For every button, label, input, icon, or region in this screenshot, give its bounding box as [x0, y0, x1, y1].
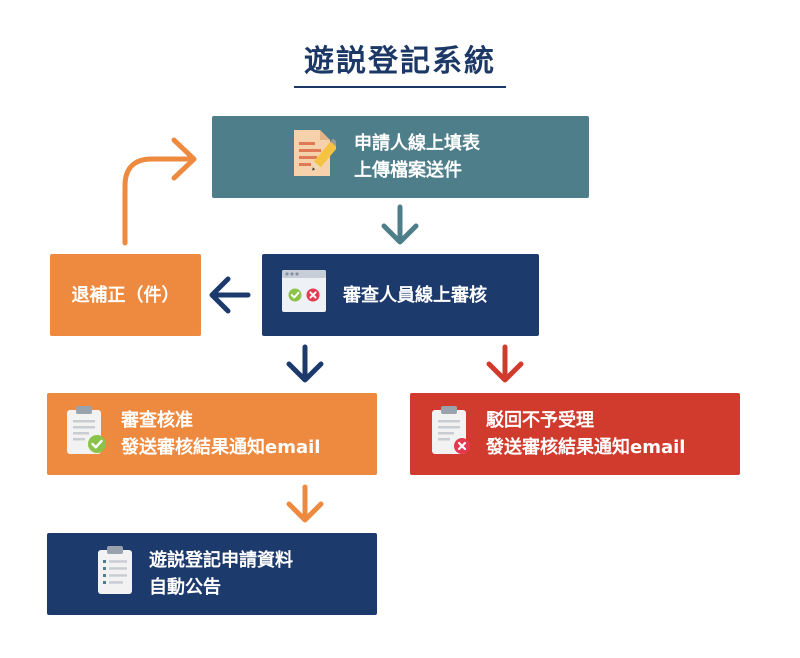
- page-title: 遊説登記系統: [304, 44, 496, 79]
- arrow-review-to-return: [209, 276, 251, 314]
- arrow-review-to-approve: [286, 344, 324, 383]
- step-review-line1: 審查人員線上審核: [343, 284, 487, 306]
- step-approve-box: 審查核准 發送審核結果通知email: [47, 393, 377, 475]
- step-reject-box: 駁回不予受理 發送審核結果通知email: [410, 393, 740, 475]
- return-loop-arrow: [122, 156, 196, 246]
- form-pencil-icon: [292, 128, 340, 186]
- step-review-box: 審查人員線上審核: [262, 254, 539, 336]
- title-underline: [294, 86, 506, 88]
- step-reject-text: 駁回不予受理 發送審核結果通知email: [486, 407, 685, 461]
- step-return-text: 退補正（件）: [72, 282, 180, 309]
- step-reject-line2: 發送審核結果通知email: [486, 437, 686, 458]
- step-return-line1: 退補正（件）: [71, 284, 180, 306]
- step-publish-text: 遊説登記申請資料 自動公告: [149, 547, 293, 601]
- step-approve-text: 審查核准 發送審核結果通知email: [121, 407, 320, 461]
- clipboard-x-icon: [430, 404, 472, 464]
- step-return-box: 退補正（件）: [50, 254, 201, 336]
- step-review-text: 審查人員線上審核: [343, 282, 487, 309]
- step-apply-line2: 上傳檔案送件: [354, 160, 462, 181]
- arrow-approve-to-publish: [286, 484, 324, 523]
- step-apply-text: 申請人線上填表 上傳檔案送件: [354, 130, 480, 184]
- step-publish-line2: 自動公告: [149, 577, 221, 598]
- step-apply-box: 申請人線上填表 上傳檔案送件: [212, 116, 589, 198]
- step-publish-box: 遊説登記申請資料 自動公告: [47, 533, 377, 615]
- arrow-apply-to-review: [381, 204, 419, 245]
- step-reject-line1: 駁回不予受理: [486, 410, 594, 431]
- step-approve-line1: 審查核准: [121, 410, 193, 431]
- clipboard-list-icon: [97, 544, 133, 604]
- review-window-icon: [281, 268, 327, 322]
- arrow-review-to-reject: [486, 344, 524, 383]
- step-publish-line1: 遊説登記申請資料: [149, 550, 293, 571]
- step-apply-line1: 申請人線上填表: [354, 133, 480, 154]
- step-approve-line2: 發送審核結果通知email: [121, 437, 321, 458]
- return-loop-arrowhead: [171, 137, 197, 181]
- clipboard-check-icon: [65, 404, 107, 464]
